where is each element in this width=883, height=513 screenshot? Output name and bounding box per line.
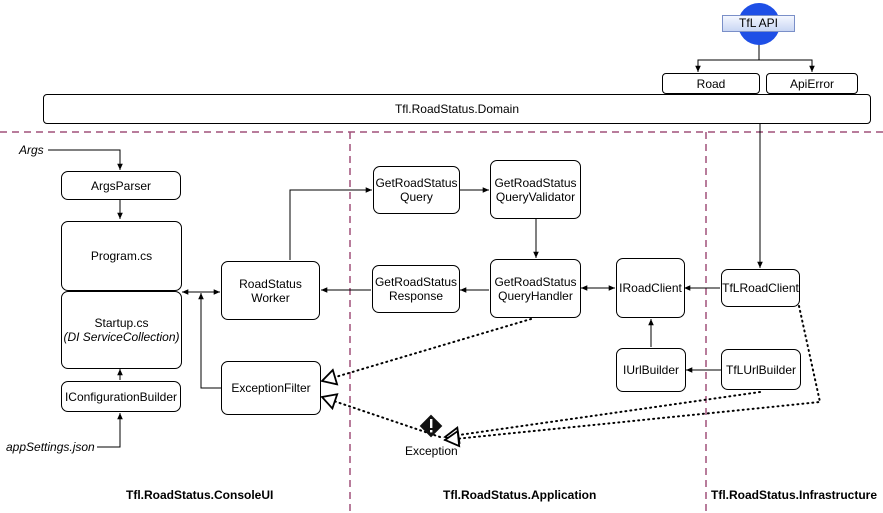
arrow-exceptionfilter-to-startup [198, 293, 221, 389]
startup-title: Startup.cs [94, 316, 149, 330]
arrow-appsettings-to-config [97, 413, 123, 448]
domain-box: Tfl.RoadStatus.Domain [43, 94, 871, 124]
arrow-worker-to-query [289, 187, 372, 260]
exception-flow-handler-to-filter [322, 318, 532, 381]
exception-flow-tflurlbuilder [445, 391, 761, 437]
infrastructure-layer-label: Tfl.RoadStatus.Infrastructure [711, 488, 878, 502]
iroadclient-box: IRoadClient [616, 258, 685, 318]
argsparser-box: ArgsParser [61, 171, 181, 200]
exceptionfilter-box: ExceptionFilter [221, 361, 321, 415]
getroadstatus-queryhandler-box: GetRoadStatus QueryHandler [490, 259, 581, 318]
configuration-builder-box: IConfigurationBuilder [61, 381, 181, 412]
appsettings-label: appSettings.json [6, 440, 95, 454]
args-label: Args [19, 143, 44, 157]
exception-flow-tflroadclient [445, 305, 822, 440]
iurlbuilder-box: IUrlBuilder [616, 348, 686, 392]
startup-subtitle: (DI ServiceCollection) [63, 330, 180, 344]
roadstatus-worker-box: RoadStatus Worker [221, 261, 320, 320]
getroadstatus-response-box: GetRoadStatus Response [372, 265, 460, 313]
getroadstatus-query-box: GetRoadStatus Query [373, 166, 460, 214]
domain-apierror-box: ApiError [766, 73, 858, 94]
arrow-args-to-argsparser [48, 149, 123, 170]
tfl-api-label: TfL API [722, 15, 795, 32]
warning-icon [419, 414, 443, 438]
tflurlbuilder-box: TfLUrlBuilder [721, 349, 801, 390]
startup-box: Startup.cs (DI ServiceCollection) [61, 291, 182, 369]
getroadstatus-queryvalidator-box: GetRoadStatus QueryValidator [490, 160, 581, 219]
consoleui-layer-label: Tfl.RoadStatus.ConsoleUI [126, 488, 274, 502]
tflroadclient-box: TfLRoadClient [721, 269, 800, 307]
domain-road-box: Road [662, 73, 760, 94]
exception-label: Exception [405, 444, 458, 458]
program-box: Program.cs [61, 221, 182, 291]
arrow-domain-to-apierror [798, 59, 815, 72]
exception-flow-to-filter [322, 397, 441, 438]
application-layer-label: Tfl.RoadStatus.Application [443, 488, 597, 502]
arrow-domain-to-road [695, 59, 720, 72]
